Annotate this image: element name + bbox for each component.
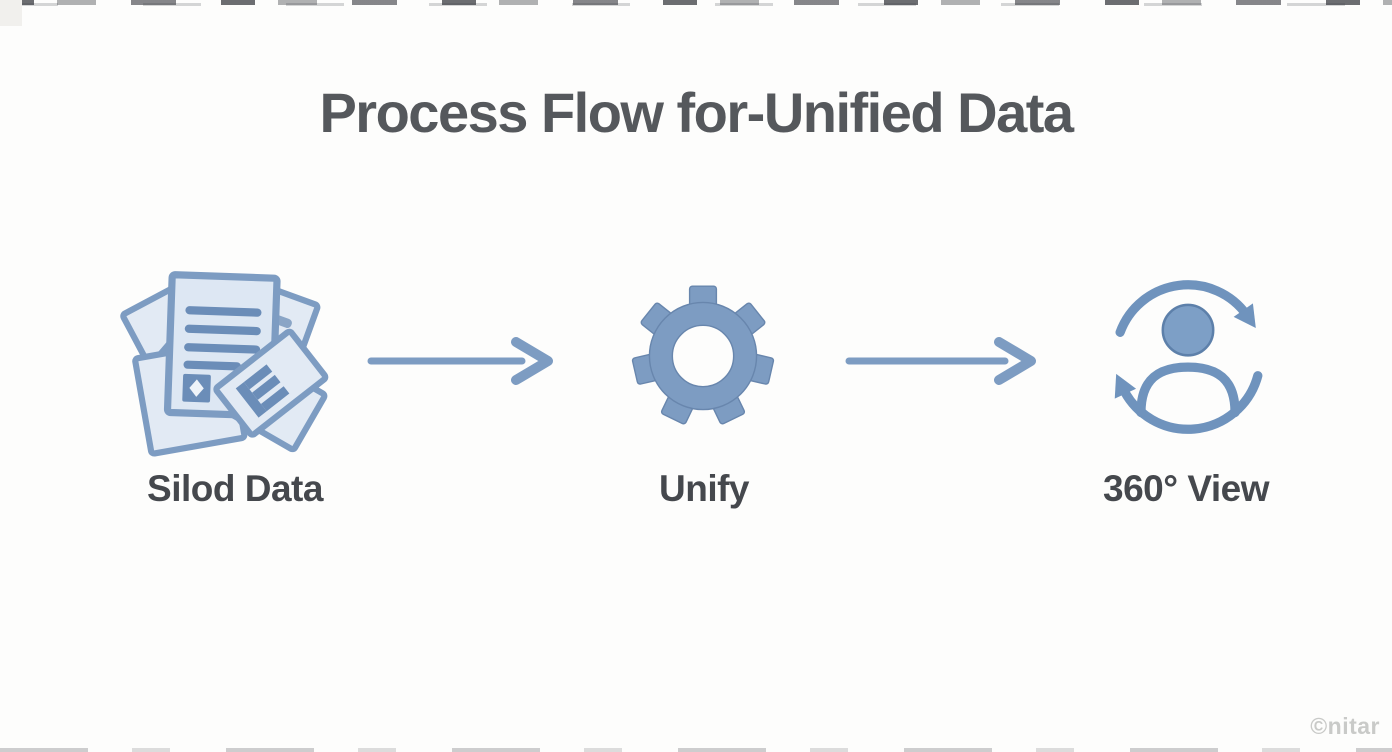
gear-icon: [629, 274, 777, 438]
top-edge-artifact-secondary: [0, 3, 1392, 6]
stage-label-360-view: 360° View: [1103, 468, 1269, 509]
stage-label-unify: Unify: [659, 468, 750, 509]
arrow-right-icon: [844, 336, 1039, 386]
diagram-title: Process Flow for-Unified Data: [319, 81, 1074, 144]
top-left-corner-mark: [0, 0, 22, 26]
watermark: ©nitar: [1310, 713, 1380, 739]
stage-label-silod-data: Silod Data: [147, 468, 323, 509]
documents-stack-icon: [120, 262, 329, 457]
top-edge-artifact: [0, 0, 1392, 5]
arrow-right-icon: [366, 336, 556, 386]
person-cycle-icon: [1104, 270, 1272, 444]
bottom-edge-artifact: [0, 748, 1392, 752]
